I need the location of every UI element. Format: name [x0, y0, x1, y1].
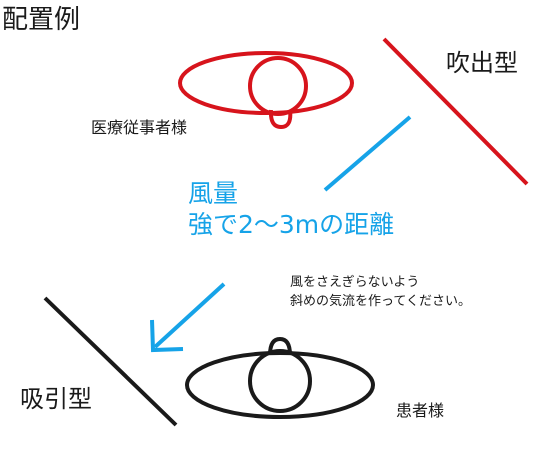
patient-label: 患者様	[396, 401, 445, 420]
page-title: 配置例	[2, 5, 81, 35]
patient-top	[268, 336, 292, 356]
patient-body	[185, 351, 375, 419]
outlet-label: 吹出型	[446, 49, 518, 77]
patient-figure-icon	[185, 336, 375, 419]
intake-label: 吸引型	[20, 385, 92, 413]
intake-unit-line	[43, 296, 178, 427]
staff-label: 医療従事者様	[91, 118, 188, 137]
airflow-label: 風量 強で2～3mの距離	[188, 178, 394, 241]
outlet-unit-line	[382, 37, 529, 186]
patient-head	[248, 349, 312, 413]
airflow-arrow-icon	[150, 115, 412, 353]
staff-head	[248, 56, 308, 116]
airflow-line-2: 強で2～3mの距離	[188, 210, 395, 240]
note-text: 風をさえぎらないよう 斜めの気流を作ってください。	[290, 274, 471, 312]
note-line-1: 風をさえぎらないよう	[290, 275, 420, 290]
staff-nose	[268, 109, 293, 130]
staff-figure-icon	[178, 51, 354, 130]
airflow-line-1: 風量	[188, 179, 239, 208]
note-line-2: 斜めの気流を作ってください。	[290, 293, 471, 309]
